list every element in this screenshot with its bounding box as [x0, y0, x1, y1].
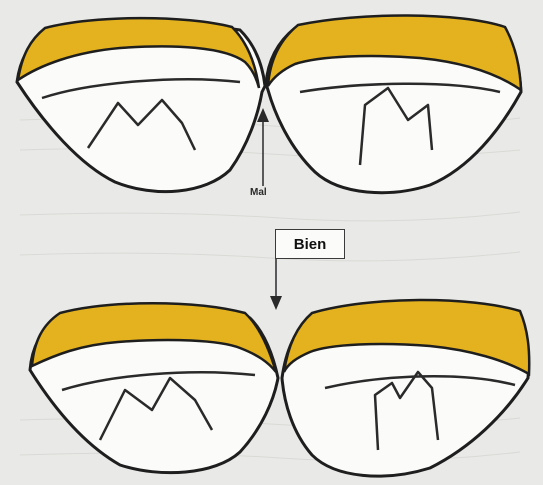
right-label-box: Bien: [275, 229, 345, 259]
bottom-left-tooth: [30, 303, 278, 472]
top-right-tooth: [266, 15, 521, 192]
bottom-right-tooth: [282, 300, 529, 476]
wrong-label: Mal: [250, 188, 267, 198]
right-label: Bien: [294, 236, 327, 253]
top-left-tooth: [17, 18, 265, 191]
right-arrow: [270, 259, 282, 310]
wrong-arrow: [257, 108, 269, 186]
